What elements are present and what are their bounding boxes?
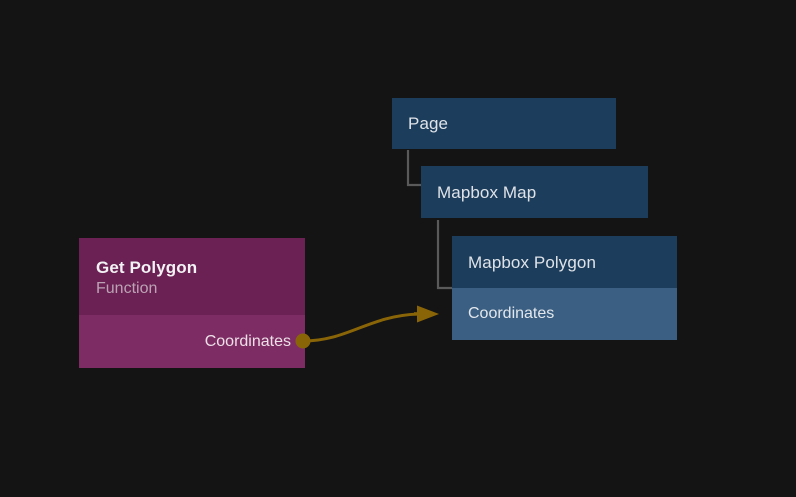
node-mapbox-polygon-port-coordinates[interactable]: Coordinates xyxy=(452,288,677,340)
node-mapbox-map-title: Mapbox Map xyxy=(437,182,537,202)
node-mapbox-map[interactable]: Mapbox Map xyxy=(421,166,648,218)
node-page[interactable]: Page xyxy=(392,98,616,149)
node-mapbox-polygon-header: Mapbox Polygon xyxy=(452,236,677,288)
link-target-stem xyxy=(414,312,426,316)
node-page-header: Page xyxy=(392,98,616,149)
node-get-polygon-subtitle: Function xyxy=(96,280,158,298)
link-get-polygon-coordinates-to-mapbox-polygon-coordinates[interactable] xyxy=(302,312,419,343)
node-mapbox-map-header: Mapbox Map xyxy=(421,166,648,218)
node-get-polygon-port-coordinates[interactable]: Coordinates xyxy=(79,315,305,368)
node-mapbox-polygon[interactable]: Mapbox Polygon Coordinates xyxy=(452,236,677,340)
node-get-polygon[interactable]: Get Polygon Function Coordinates xyxy=(79,238,305,368)
node-mapbox-polygon-port-coordinates-label: Coordinates xyxy=(468,305,555,322)
elbow-mapbox-map-to-mapbox-polygon xyxy=(436,220,452,290)
node-get-polygon-port-coordinates-label: Coordinates xyxy=(204,332,291,350)
elbow-page-to-mapbox-map xyxy=(406,150,421,187)
node-mapbox-polygon-title: Mapbox Polygon xyxy=(468,252,597,272)
link-target-arrow-icon xyxy=(417,305,439,323)
node-get-polygon-title: Get Polygon xyxy=(96,258,198,277)
node-get-polygon-header: Get Polygon Function xyxy=(79,238,305,315)
node-page-title: Page xyxy=(408,114,449,133)
